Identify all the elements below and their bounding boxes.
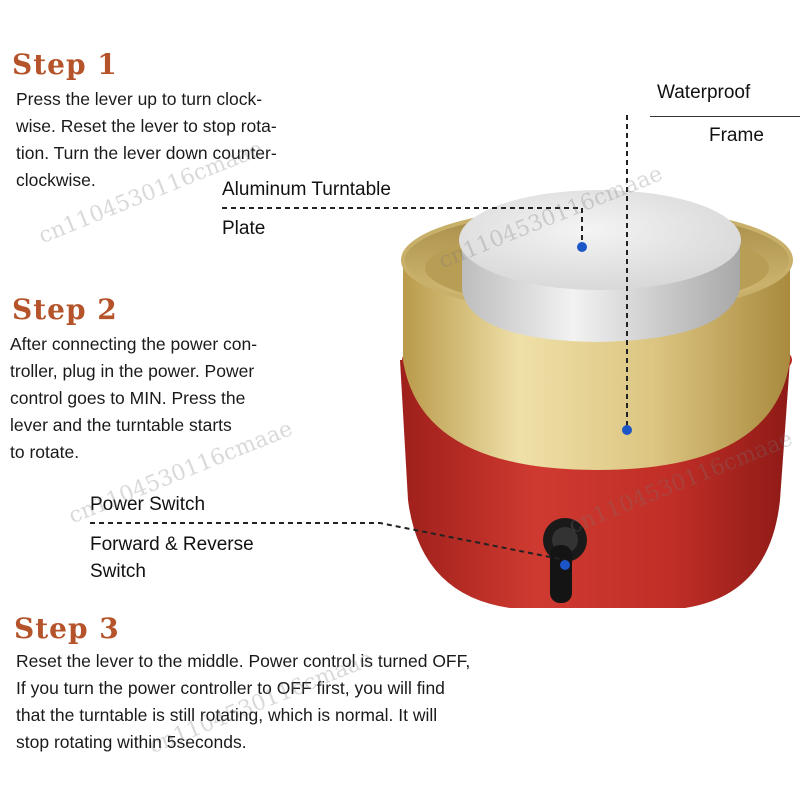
step-3-line: Reset the lever to the middle. Power con… bbox=[16, 651, 471, 671]
step-1-text: Press the lever up to turn clock- wise. … bbox=[16, 86, 277, 194]
callout-plate: Plate bbox=[222, 218, 266, 239]
step-2-text: After connecting the power con- troller,… bbox=[10, 331, 257, 466]
step-1-line: Press the lever up to turn clock- bbox=[16, 89, 263, 109]
step-1-title: Step 1 bbox=[12, 48, 118, 81]
step-3-title: Step 3 bbox=[14, 612, 120, 645]
step-2-line: After connecting the power con- bbox=[10, 334, 258, 354]
callout-waterproof: Waterproof bbox=[657, 82, 751, 103]
step-1-line: clockwise. bbox=[16, 170, 96, 190]
callout-waterproof-rule bbox=[650, 116, 800, 117]
step-3-line: that the turntable is still rotating, wh… bbox=[16, 705, 438, 725]
callout-forward-reverse: Forward & Reverse bbox=[90, 534, 254, 555]
callout-switch: Switch bbox=[90, 561, 146, 582]
step-3-line: stop rotating within 5seconds. bbox=[16, 732, 247, 752]
step-3-line: If you turn the power controller to OFF … bbox=[16, 678, 445, 698]
turntable-leader bbox=[222, 207, 583, 245]
step-2-line: troller, plug in the power. Power bbox=[10, 361, 255, 381]
step-1-line: wise. Reset the lever to stop rota- bbox=[16, 116, 277, 136]
step-3-text: Reset the lever to the middle. Power con… bbox=[16, 648, 470, 756]
callout-frame: Frame bbox=[709, 125, 764, 146]
step-2-title: Step 2 bbox=[12, 293, 118, 326]
switch-lever bbox=[550, 545, 572, 603]
step-2-line: to rotate. bbox=[10, 442, 80, 462]
frame-pointer-dot bbox=[622, 425, 632, 435]
switch-pointer-dot bbox=[560, 560, 570, 570]
step-2-line: lever and the turntable starts bbox=[10, 415, 232, 435]
step-2-line: control goes to MIN. Press the bbox=[10, 388, 246, 408]
step-1-line: tion. Turn the lever down counter- bbox=[16, 143, 277, 163]
switch-leader bbox=[90, 522, 566, 561]
callout-power-switch: Power Switch bbox=[90, 494, 206, 515]
callout-aluminum-turntable: Aluminum Turntable bbox=[222, 179, 391, 200]
turntable-pointer-dot bbox=[577, 242, 587, 252]
aluminum-plate-top bbox=[459, 190, 741, 290]
